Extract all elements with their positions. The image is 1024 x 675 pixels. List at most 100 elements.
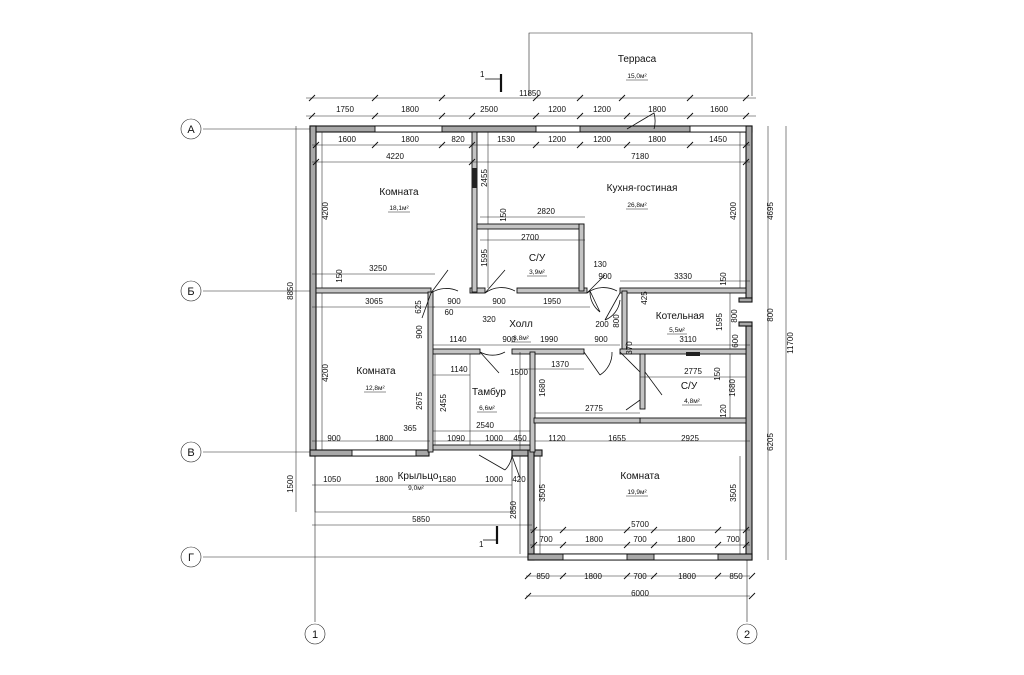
svg-text:700: 700 [633,535,647,544]
dimension-tick [312,158,320,166]
svg-text:1450: 1450 [709,135,727,144]
room-name: Комната [356,366,396,377]
svg-text:1530: 1530 [497,135,515,144]
room-label-wc2: С/У 4,8м² [681,381,702,406]
svg-text:120: 120 [719,404,728,418]
svg-text:2820: 2820 [537,207,555,216]
dimension-tick [371,141,379,149]
svg-text:800: 800 [766,308,775,322]
svg-text:1800: 1800 [375,475,393,484]
dimension-tick [623,141,631,149]
dimension-ticks [308,94,756,600]
dimension-tick [308,112,316,120]
room-label-room2: Комната 12,8м² [356,366,396,393]
svg-text:3250: 3250 [369,264,387,273]
axis-marker-b: Б [180,280,202,302]
dimension-tick [530,541,538,549]
axis-marker-1: 1 [304,623,326,645]
svg-text:1750: 1750 [336,105,354,114]
svg-text:11850: 11850 [519,89,541,98]
svg-text:1680: 1680 [538,379,547,397]
svg-text:700: 700 [633,572,647,581]
dimension-tick [650,572,658,580]
axis-marker-v: В [180,441,202,463]
svg-text:320: 320 [482,315,496,324]
axis-marker-g: Г [180,546,202,568]
svg-text:2455: 2455 [439,394,448,412]
svg-text:1800: 1800 [375,434,393,443]
windows [351,125,747,561]
window [374,125,443,133]
svg-text:5850: 5850 [412,515,430,524]
svg-text:850: 850 [536,572,550,581]
svg-text:2540: 2540 [476,421,494,430]
svg-text:3505: 3505 [729,484,738,502]
svg-text:4695: 4695 [766,202,775,220]
svg-text:365: 365 [403,424,417,433]
dimension-tick [559,541,567,549]
dimension-tick [532,141,540,149]
room-label-hall: Холл 8,8м² [509,319,533,343]
svg-text:1680: 1680 [728,379,737,397]
svg-text:1200: 1200 [593,135,611,144]
svg-text:2455: 2455 [480,169,489,187]
interior-doors [421,269,663,479]
terrace-outline [528,32,753,96]
room-name: Холл [509,319,533,330]
svg-text:2850: 2850 [509,501,518,519]
section-mark-label-bottom: 1 [479,540,484,549]
svg-text:1800: 1800 [677,535,695,544]
svg-text:1050: 1050 [323,475,341,484]
room-area: 4,8м² [684,398,701,405]
svg-text:7180: 7180 [631,152,649,161]
room-label-kitchen: Кухня-гостиная 26,8м² [607,183,677,210]
svg-text:1600: 1600 [710,105,728,114]
outer-walls [309,125,753,561]
dimension-tick [623,572,631,580]
dimension-tick [576,112,584,120]
dimension-tick [742,541,750,549]
svg-text:1200: 1200 [548,135,566,144]
svg-text:4200: 4200 [321,364,330,382]
window [653,553,719,561]
svg-text:1140: 1140 [450,365,468,374]
terrace-door [626,112,656,130]
svg-text:1120: 1120 [548,434,566,443]
svg-text:130: 130 [593,260,607,269]
svg-text:3110: 3110 [679,335,697,344]
room-label-room1: Комната 18,1м² [379,187,419,213]
svg-text:6000: 6000 [631,589,649,598]
svg-text:800: 800 [612,314,621,328]
dimension-tick [371,112,379,120]
dimension-tick [748,592,756,600]
dimension-lines [295,97,787,597]
svg-text:450: 450 [513,434,527,443]
svg-text:1655: 1655 [608,434,626,443]
svg-text:1800: 1800 [678,572,696,581]
axis-marker-a: А [180,118,202,140]
svg-text:1800: 1800 [585,535,603,544]
room-area: 18,1м² [389,205,409,212]
svg-text:900: 900 [447,297,461,306]
svg-text:1595: 1595 [480,249,489,267]
window [535,125,581,133]
room-name: Котельная [656,311,704,322]
vent-channel [472,168,700,356]
dimension-tick [559,572,567,580]
svg-text:1580: 1580 [438,475,456,484]
svg-text:900: 900 [327,434,341,443]
svg-text:900: 900 [502,335,516,344]
dimension-tick [748,572,756,580]
axis-marker-2: 2 [736,623,758,645]
room-name: Терраса [618,54,657,65]
axis-label-1: 1 [312,629,318,641]
svg-text:1500: 1500 [286,475,295,493]
svg-text:1090: 1090 [447,434,465,443]
room-area: 12,8м² [365,385,385,392]
svg-text:2775: 2775 [684,367,702,376]
svg-text:2500: 2500 [480,105,498,114]
svg-text:60: 60 [445,308,454,317]
svg-text:1990: 1990 [540,335,558,344]
dimension-tick [524,592,532,600]
room-area: 9,0м² [408,485,425,492]
